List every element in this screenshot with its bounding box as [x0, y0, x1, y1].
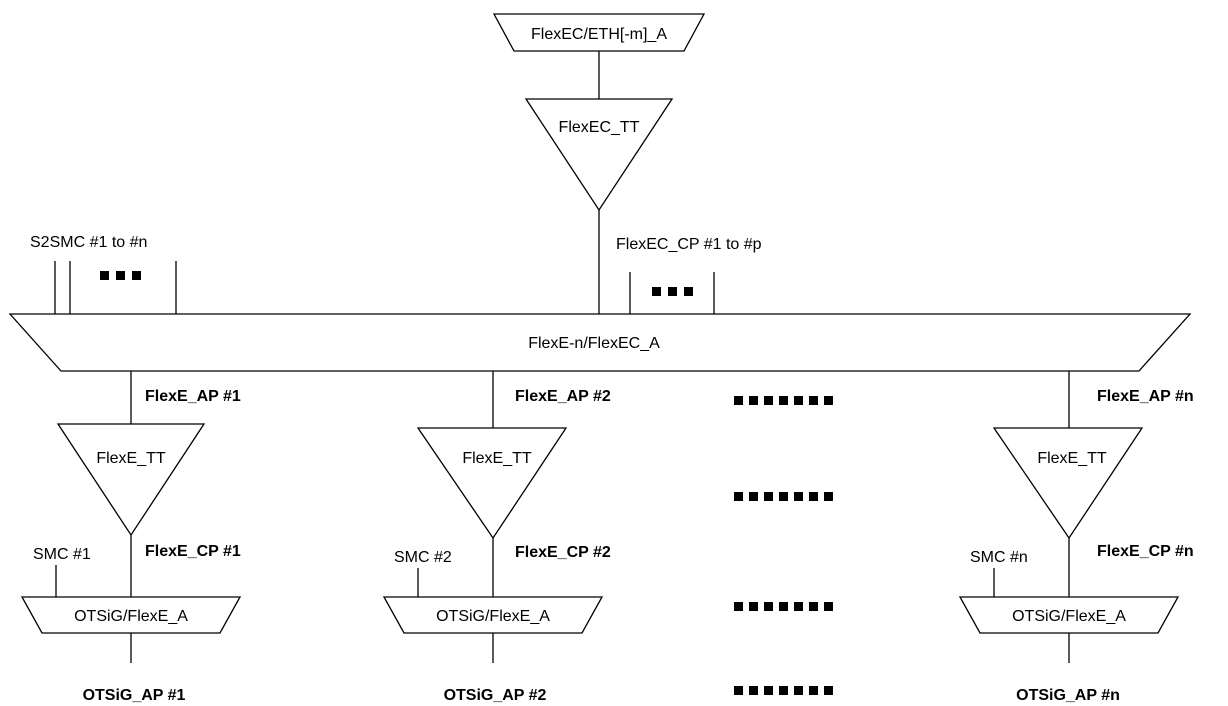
- ellipsis-dot: [652, 287, 661, 296]
- ellipsis-dot: [764, 602, 773, 611]
- ellipsis-dot: [824, 602, 833, 611]
- ellipsis-dot: [794, 492, 803, 501]
- flexe-flexec-bus-label: FlexE-n/FlexEC_A: [528, 335, 660, 352]
- ellipsis-row-tt: [734, 492, 833, 501]
- ellipsis-dot: [794, 396, 803, 405]
- ellipsis-dot: [794, 686, 803, 695]
- ellipsis-dot: [809, 686, 818, 695]
- branch-1-otsig-ap-label: OTSiG_AP #1: [83, 687, 186, 704]
- s2smc-label: S2SMC #1 to #n: [30, 234, 147, 251]
- ellipsis-dot: [779, 686, 788, 695]
- flexec-tt-triangle: [524, 98, 674, 212]
- branch-1-cp-label: FlexE_CP #1: [145, 543, 241, 560]
- branch-n-adapter-label: OTSiG/FlexE_A: [1012, 608, 1126, 625]
- ellipsis-dot: [824, 492, 833, 501]
- branch-n-ap-label: FlexE_AP #n: [1097, 388, 1194, 405]
- ellipsis-dot: [100, 271, 109, 280]
- ellipsis-dot: [809, 492, 818, 501]
- flexe-flexec-bus-shape: [8, 313, 1192, 372]
- branch-1-tt-label: FlexE_TT: [96, 450, 166, 467]
- ellipsis-dot: [749, 396, 758, 405]
- branch-1-smc-label: SMC #1: [33, 546, 91, 563]
- branch-n-adapter-shape: [958, 596, 1180, 634]
- ellipsis-dot: [132, 271, 141, 280]
- branch-2-adapter-label: OTSiG/FlexE_A: [436, 608, 550, 625]
- ellipsis-dot: [749, 686, 758, 695]
- ellipsis-dot: [764, 492, 773, 501]
- ellipsis-dot: [824, 686, 833, 695]
- ellipsis-dot: [779, 492, 788, 501]
- branch-2-smc-label: SMC #2: [394, 549, 452, 566]
- ellipsis-dot: [749, 602, 758, 611]
- ellipsis-dot: [734, 686, 743, 695]
- ellipsis-dot: [734, 492, 743, 501]
- branch-n-tt-label: FlexE_TT: [1037, 450, 1107, 467]
- flexec-eth-adapter-label: FlexEC/ETH[-m]_A: [531, 26, 667, 43]
- branch-1-ap-label: FlexE_AP #1: [145, 388, 241, 405]
- ellipsis-dot: [684, 287, 693, 296]
- ellipsis-row-adapter: [734, 602, 833, 611]
- branch-2-adapter-shape: [382, 596, 604, 634]
- ellipsis-dot: [749, 492, 758, 501]
- ellipsis-dot: [734, 602, 743, 611]
- ellipsis-dot: [824, 396, 833, 405]
- ellipsis-dot: [668, 287, 677, 296]
- branch-2-tt-triangle: [416, 427, 568, 540]
- ellipsis-dot: [764, 396, 773, 405]
- ellipsis-dot: [764, 686, 773, 695]
- branch-2-otsig-ap-label: OTSiG_AP #2: [444, 687, 547, 704]
- flexec-eth-adapter-shape: [492, 13, 706, 52]
- ellipsis-row-ap: [734, 396, 833, 405]
- branch-1-adapter-label: OTSiG/FlexE_A: [74, 608, 188, 625]
- branch-1-adapter-shape: [20, 596, 242, 634]
- branch-2-tt-label: FlexE_TT: [462, 450, 532, 467]
- ellipsis-dot: [779, 602, 788, 611]
- ellipsis-row-otsig: [734, 686, 833, 695]
- branch-n-cp-label: FlexE_CP #n: [1097, 543, 1194, 560]
- ellipsis-dot: [779, 396, 788, 405]
- ellipsis-dot: [116, 271, 125, 280]
- branch-2-ap-label: FlexE_AP #2: [515, 388, 611, 405]
- ellipsis-dot: [734, 396, 743, 405]
- flexec-tt-label: FlexEC_TT: [559, 119, 640, 136]
- branch-n-smc-label: SMC #n: [970, 549, 1028, 566]
- branch-1-tt-triangle: [56, 423, 206, 537]
- flexec-cp-label: FlexEC_CP #1 to #p: [616, 236, 762, 253]
- ellipsis-dot: [809, 602, 818, 611]
- branch-n-otsig-ap-label: OTSiG_AP #n: [1016, 687, 1120, 704]
- branch-n-tt-triangle: [992, 427, 1144, 540]
- branch-2-cp-label: FlexE_CP #2: [515, 544, 611, 561]
- ellipsis-dot: [809, 396, 818, 405]
- ellipsis-dot: [794, 602, 803, 611]
